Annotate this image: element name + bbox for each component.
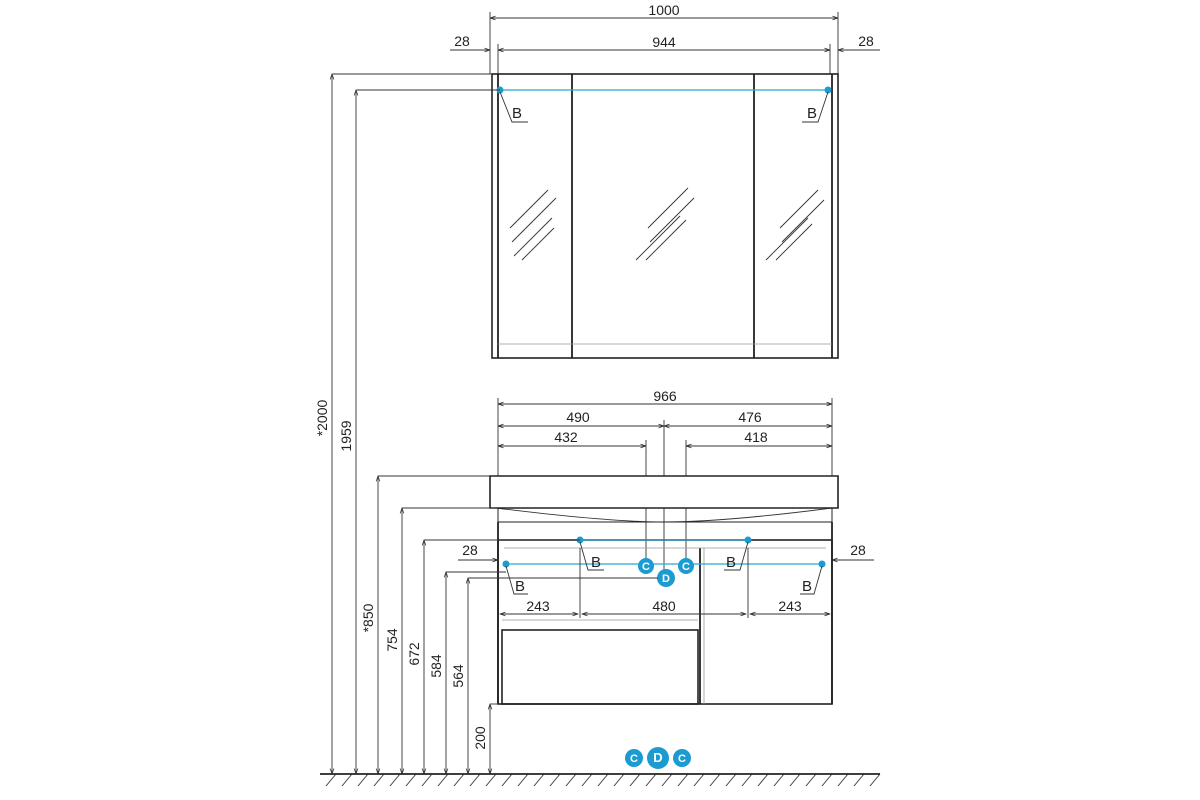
vanity-b-label-2: B	[726, 554, 736, 571]
vanity-right-to-center: 476	[738, 409, 762, 425]
mount-point-3	[502, 560, 510, 568]
floor-hatch-mark	[421, 773, 433, 787]
height-672: 672	[406, 642, 422, 666]
floor-hatch-mark	[341, 773, 353, 787]
svg-text:C: C	[678, 753, 686, 765]
floor-hatch-mark	[629, 773, 641, 787]
mirror-side-right: 28	[858, 33, 874, 49]
glass-reflection-right	[765, 189, 825, 261]
mount-dim-left: 243	[526, 598, 550, 614]
vanity-side-right: 28	[850, 542, 866, 558]
svg-text:D: D	[662, 573, 670, 585]
floor-hatch-mark	[405, 773, 417, 787]
floor-hatch-mark	[485, 773, 497, 787]
vanity-b-label-4: B	[802, 578, 812, 595]
vanity-width: 966	[653, 388, 677, 404]
height-754: 754	[384, 628, 400, 652]
pipe-c-right-badge: C	[678, 558, 694, 574]
floor-hatch-mark	[437, 773, 449, 787]
pipe-d-badge: D	[657, 569, 675, 587]
floor-hatch-mark	[837, 773, 849, 787]
floor-hatch-mark	[581, 773, 593, 787]
floor-hatch-mark	[821, 773, 833, 787]
floor-hatch-mark	[693, 773, 705, 787]
floor-line	[320, 773, 881, 787]
vanity-left-to-c: 432	[554, 429, 578, 445]
height-counter-top: *850	[360, 603, 376, 632]
floor-hatch-mark	[357, 773, 369, 787]
height-floor-gap: 200	[472, 726, 488, 750]
svg-text:C: C	[642, 561, 650, 573]
glass-reflection-left	[509, 189, 557, 261]
floor-pipe-d-badge: D	[647, 747, 669, 769]
floor-hatch-mark	[757, 773, 769, 787]
floor-hatch-mark	[597, 773, 609, 787]
vanity-left-to-center: 490	[566, 409, 590, 425]
svg-text:C: C	[630, 753, 638, 765]
floor-hatch-mark	[389, 773, 401, 787]
mount-dim-right: 243	[778, 598, 802, 614]
vanity-side-left: 28	[462, 542, 478, 558]
floor-pipe-c-right-badge: C	[673, 749, 691, 767]
floor-hatch-mark	[613, 773, 625, 787]
floor-hatch-mark	[549, 773, 561, 787]
floor-hatch-mark	[789, 773, 801, 787]
vanity-right-to-c: 418	[744, 429, 768, 445]
vanity-b-label-1: B	[591, 554, 601, 571]
height-mirror-top: 1959	[338, 420, 354, 451]
floor-hatch-mark	[869, 773, 881, 787]
glass-reflection-center	[635, 187, 695, 261]
height-total: *2000	[314, 399, 330, 436]
floor-hatch-mark	[517, 773, 529, 787]
mount-dim-center: 480	[652, 598, 676, 614]
vanity-b-label-3: B	[515, 578, 525, 595]
floor-pipe-c-left-badge: C	[625, 749, 643, 767]
svg-text:C: C	[682, 561, 690, 573]
floor-hatch-mark	[373, 773, 385, 787]
vanity-unit	[458, 398, 874, 705]
height-564: 564	[450, 664, 466, 688]
floor-hatch-mark	[725, 773, 737, 787]
floor-hatch-mark	[805, 773, 817, 787]
height-dimensions	[332, 74, 658, 774]
floor-hatch-mark	[533, 773, 545, 787]
floor-hatch-mark	[325, 773, 337, 787]
floor-hatch-mark	[853, 773, 865, 787]
svg-text:D: D	[653, 750, 662, 765]
mirror-cabinet	[450, 12, 880, 359]
floor-hatch-mark	[677, 773, 689, 787]
floor-hatch-mark	[661, 773, 673, 787]
mirror-side-left: 28	[454, 33, 470, 49]
floor-hatch-mark	[709, 773, 721, 787]
floor-hatch-mark	[773, 773, 785, 787]
floor-hatch-mark	[645, 773, 657, 787]
light-point-right	[824, 86, 832, 94]
mirror-width-total: 1000	[648, 2, 679, 18]
pipe-c-left-badge: C	[638, 558, 654, 574]
mirror-light-label-right: B	[807, 105, 817, 122]
floor-hatch-mark	[501, 773, 513, 787]
mount-point-4	[818, 560, 826, 568]
mirror-light-label-left: B	[512, 105, 522, 122]
floor-hatch-mark	[453, 773, 465, 787]
mirror-width-inner: 944	[652, 34, 676, 50]
floor-hatch-mark	[741, 773, 753, 787]
mount-point-2	[744, 536, 752, 544]
floor-hatch-mark	[469, 773, 481, 787]
height-584: 584	[428, 654, 444, 678]
floor-hatch-mark	[565, 773, 577, 787]
